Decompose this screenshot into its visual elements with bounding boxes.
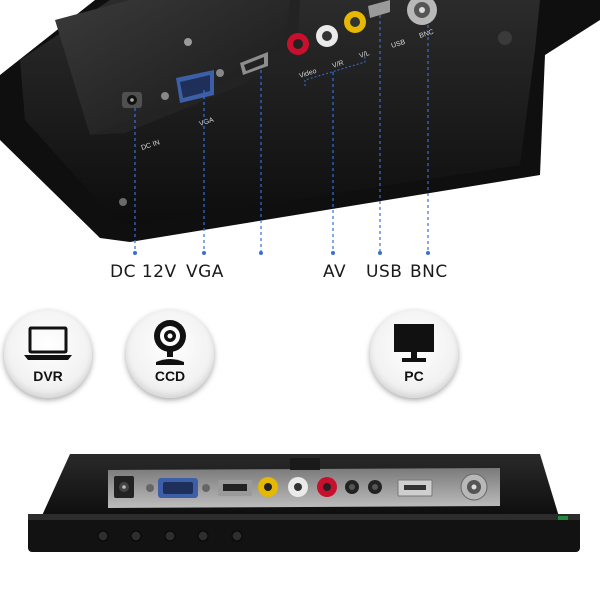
monitor-back-photo: DC IN VGA Video V/R V/L USB BNC	[0, 0, 600, 242]
ccd-label: CCD	[154, 368, 186, 384]
silk-bnc: BNC	[418, 29, 434, 40]
silk-vl: V/L	[358, 50, 370, 60]
laptop-icon	[24, 326, 72, 360]
webcam-icon	[154, 320, 186, 365]
silk-vga: VGA	[198, 117, 215, 128]
silk-vr: V/R	[331, 60, 344, 70]
port-label-usb: USB	[366, 262, 403, 282]
port-label-bnc: BNC	[410, 262, 448, 282]
pc-label: PC	[404, 368, 424, 384]
pc-badge: PC	[370, 310, 458, 398]
callout-lines	[133, 15, 430, 255]
ccd-badge: CCD	[126, 310, 214, 398]
monitor-icon	[394, 324, 434, 362]
port-label-vga: VGA	[186, 262, 224, 282]
monitor-bottom-photo	[28, 454, 580, 552]
dvr-badge: DVR	[4, 310, 92, 398]
silk-usb: USB	[390, 39, 406, 50]
port-label-av: AV	[323, 262, 347, 282]
port-label-dc: DC 12V	[110, 262, 177, 282]
dvr-label: DVR	[33, 368, 63, 384]
